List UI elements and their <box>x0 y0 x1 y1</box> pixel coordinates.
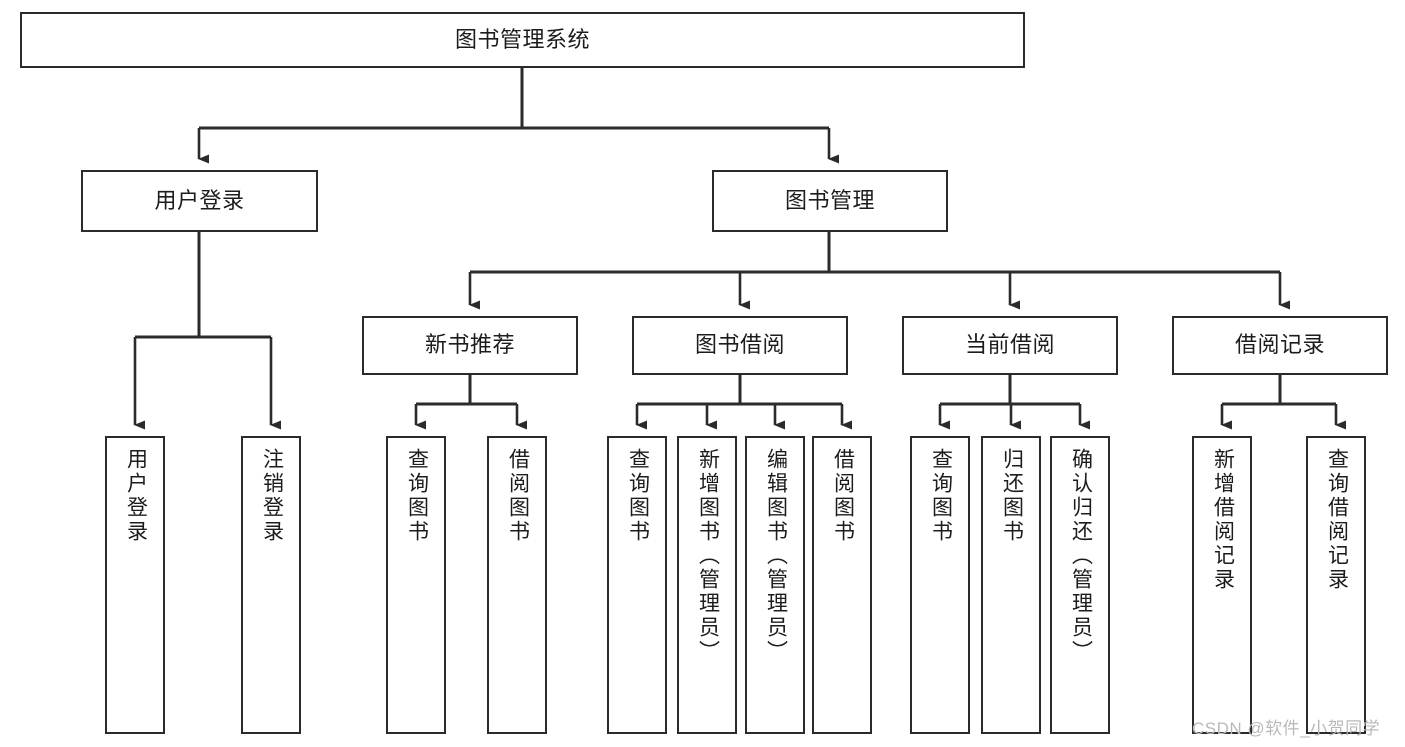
node-label: 当前借阅 <box>964 332 1055 358</box>
node-label: 用户登录 <box>154 187 245 213</box>
node-label: 新增借阅记录 <box>1211 448 1235 592</box>
node-book-manage[interactable]: 图书管理 <box>712 170 948 232</box>
node-label: 注销登录 <box>260 448 284 544</box>
node-leaf-query-book-rec[interactable]: 查询图书 <box>386 436 446 734</box>
node-label: 查询图书 <box>929 448 953 544</box>
node-leaf-query-book-borrow[interactable]: 查询图书 <box>607 436 667 734</box>
node-label: 查询图书 <box>405 448 429 544</box>
node-label: 借阅记录 <box>1234 332 1325 358</box>
node-label: 图书管理系统 <box>454 26 590 52</box>
connector-group <box>133 68 1346 430</box>
node-leaf-logout-login[interactable]: 注销登录 <box>241 436 301 734</box>
node-label: 新书推荐 <box>424 332 515 358</box>
node-leaf-user-login[interactable]: 用户登录 <box>105 436 165 734</box>
node-new-book-recommend[interactable]: 新书推荐 <box>362 316 578 375</box>
node-label: 借阅图书 <box>831 448 855 544</box>
node-user-login[interactable]: 用户登录 <box>81 170 318 232</box>
node-label: 查询借阅记录 <box>1325 448 1349 592</box>
node-current-borrow[interactable]: 当前借阅 <box>902 316 1118 375</box>
node-leaf-return-book[interactable]: 归还图书 <box>981 436 1041 734</box>
node-label: 借阅图书 <box>506 448 530 544</box>
node-label: 查询图书 <box>626 448 650 544</box>
node-label: 图书管理 <box>784 187 875 213</box>
node-leaf-borrow-book-rec[interactable]: 借阅图书 <box>487 436 547 734</box>
node-leaf-query-borrow-record[interactable]: 查询借阅记录 <box>1306 436 1366 734</box>
node-leaf-edit-book[interactable]: 编辑图书（管理员） <box>745 436 805 734</box>
node-root[interactable]: 图书管理系统 <box>20 12 1025 68</box>
node-label: 确认归还（管理员） <box>1069 448 1093 664</box>
node-label: 用户登录 <box>124 448 148 544</box>
node-label: 图书借阅 <box>694 332 785 358</box>
node-label: 编辑图书（管理员） <box>764 448 788 664</box>
node-leaf-query-book-current[interactable]: 查询图书 <box>910 436 970 734</box>
node-borrow-record[interactable]: 借阅记录 <box>1172 316 1388 375</box>
node-leaf-add-book[interactable]: 新增图书（管理员） <box>677 436 737 734</box>
node-leaf-add-borrow-record[interactable]: 新增借阅记录 <box>1192 436 1252 734</box>
node-label: 新增图书（管理员） <box>696 448 720 664</box>
node-label: 归还图书 <box>1000 448 1024 544</box>
node-book-borrow[interactable]: 图书借阅 <box>632 316 848 375</box>
node-leaf-borrow-book[interactable]: 借阅图书 <box>812 436 872 734</box>
node-leaf-confirm-return[interactable]: 确认归还（管理员） <box>1050 436 1110 734</box>
